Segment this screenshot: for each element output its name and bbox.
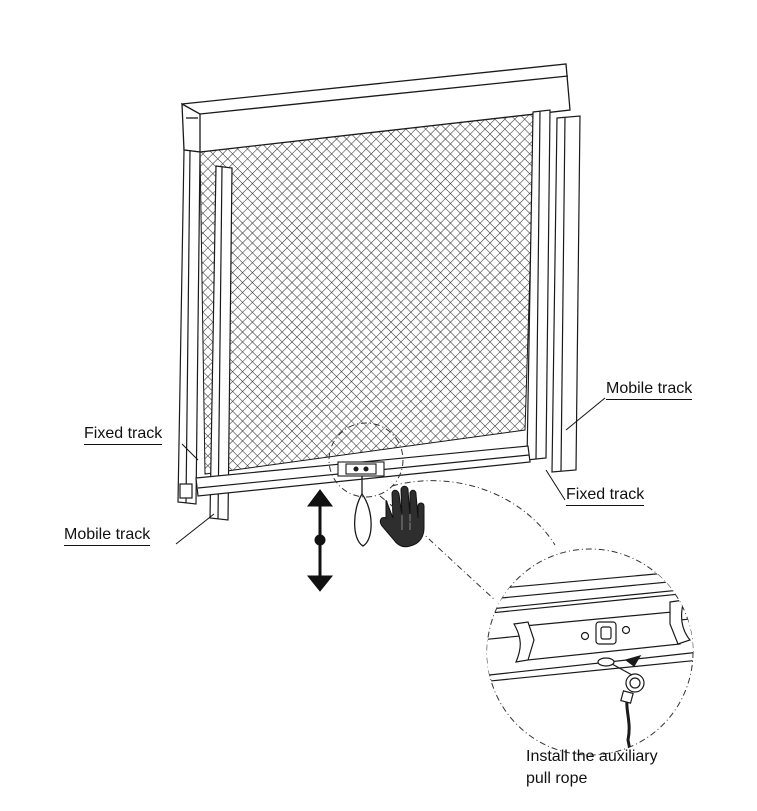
double-arrow-icon xyxy=(306,489,334,592)
left-mobile-track xyxy=(209,165,233,521)
screen-mesh xyxy=(199,111,536,475)
bar-handle xyxy=(337,461,385,477)
right-fixed-track xyxy=(526,109,551,461)
left-fixed-track xyxy=(177,149,201,505)
detail-caption-line2: pull rope xyxy=(526,770,588,787)
pull-rope xyxy=(353,476,372,547)
right-mobile-track xyxy=(551,115,581,473)
label-mobile-track-left: Mobile track xyxy=(64,526,151,546)
label-fixed-track-right: Fixed track xyxy=(566,486,645,506)
label-fixed-track-left: Fixed track xyxy=(84,425,163,445)
detail-magnified xyxy=(487,569,693,755)
detail-callout-lines xyxy=(328,422,556,601)
label-leaders xyxy=(175,397,606,545)
cassette-box xyxy=(181,63,571,153)
detail-caption-line1: Install the auxiliary xyxy=(526,748,658,765)
hand-icon xyxy=(379,485,425,548)
label-mobile-track-right: Mobile track xyxy=(606,380,693,400)
